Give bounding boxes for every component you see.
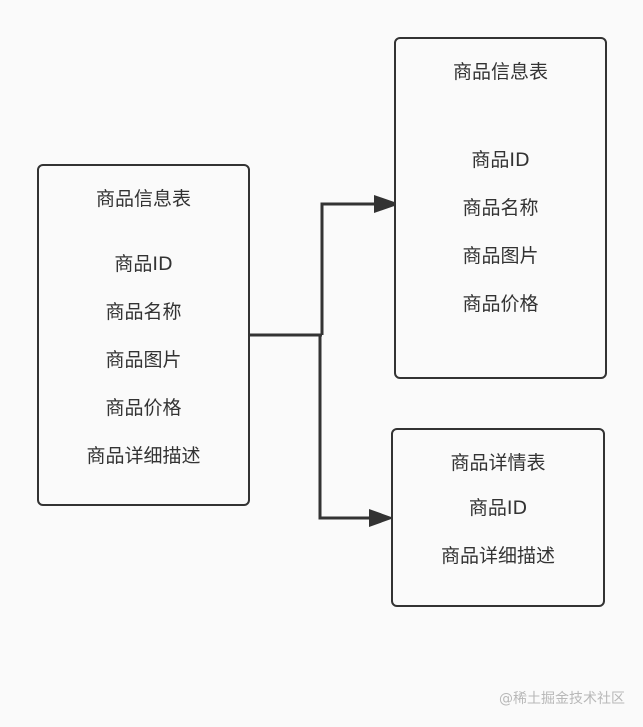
info-table-title: 商品信息表 bbox=[452, 61, 548, 83]
main-table-field-id: 商品ID bbox=[114, 253, 173, 275]
arrowhead-to-info-table bbox=[374, 195, 400, 213]
info-table-field-price: 商品价格 bbox=[462, 293, 539, 315]
main-table-title: 商品信息表 bbox=[95, 188, 191, 210]
main-product-table[interactable]: 商品信息表 商品ID 商品名称 商品图片 商品价格 商品详细描述 bbox=[37, 164, 250, 506]
main-table-field-price: 商品价格 bbox=[105, 397, 182, 419]
main-table-field-description: 商品详细描述 bbox=[86, 445, 201, 467]
detail-table-field-id: 商品ID bbox=[468, 497, 528, 519]
site-watermark: @稀土掘金技术社区 bbox=[499, 691, 625, 707]
connector-to-info-table bbox=[320, 202, 374, 335]
detail-table-title: 商品详情表 bbox=[450, 452, 546, 474]
info-table-field-name: 商品名称 bbox=[462, 197, 539, 219]
main-table-field-image: 商品图片 bbox=[105, 349, 182, 371]
main-table-field-name: 商品名称 bbox=[105, 301, 182, 323]
product-info-table[interactable]: 商品信息表 商品ID 商品名称 商品图片 商品价格 bbox=[394, 37, 607, 379]
info-table-field-image: 商品图片 bbox=[462, 245, 539, 267]
arrowhead-to-detail-table bbox=[369, 509, 394, 527]
connector-to-detail-table bbox=[318, 335, 369, 520]
product-detail-table[interactable]: 商品详情表 商品ID 商品详细描述 bbox=[391, 428, 605, 607]
info-table-field-id: 商品ID bbox=[471, 149, 530, 171]
detail-table-field-description: 商品详细描述 bbox=[440, 545, 555, 567]
